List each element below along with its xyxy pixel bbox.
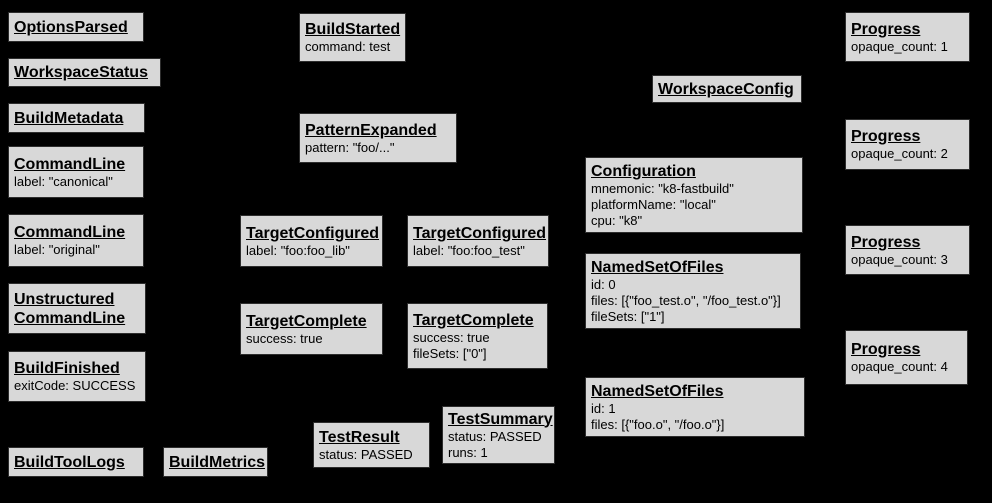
event-node-title: WorkspaceStatus	[14, 64, 148, 81]
event-node-options-parsed: OptionsParsed	[8, 12, 144, 42]
event-node-title: TargetComplete	[413, 311, 534, 329]
event-node-title: WorkspaceConfig	[658, 80, 794, 98]
event-node-detail: opaque_count: 4	[851, 359, 948, 374]
event-node-title: TargetConfigured	[413, 224, 547, 242]
event-node-detail: label: "canonical"	[14, 173, 113, 189]
event-node-title: Configuration	[591, 162, 696, 180]
event-node-title: Unstructured	[14, 290, 115, 308]
event-node-detail: label: "foo:foo_test"	[413, 242, 525, 258]
event-node-title: Progress	[851, 20, 921, 38]
event-node-title: BuildMetrics	[169, 453, 266, 471]
event-node-detail: command: test	[305, 39, 391, 54]
event-node-detail: files: [{"foo_test.o", "/foo_test.o"}]	[591, 292, 781, 308]
event-node-title: CommandLine	[14, 155, 126, 173]
event-node-title: OptionsParsed	[14, 18, 128, 36]
event-node-title: TargetConfigured	[246, 224, 380, 242]
event-node-detail: fileSets: ["1"]	[591, 308, 665, 324]
event-node-detail: opaque_count: 2	[851, 146, 948, 161]
event-node-detail: success: true	[246, 330, 323, 346]
event-node-title: NamedSetOfFiles	[591, 258, 724, 276]
event-node-detail: platformName: "local"	[591, 196, 716, 212]
event-node-title: TestSummary	[448, 410, 553, 428]
event-node-detail: exitCode: SUCCESS	[14, 378, 136, 393]
event-node-workspace-config: WorkspaceConfig	[652, 75, 802, 103]
event-node-title: Progress	[851, 128, 921, 145]
event-node-title: BuildFinished	[14, 360, 120, 377]
event-node-title: TargetComplete	[246, 312, 367, 330]
event-node-title: BuildMetadata	[14, 109, 124, 127]
event-node-detail: id: 1	[591, 400, 616, 416]
event-node-build-metrics: BuildMetrics	[163, 447, 268, 477]
event-node-detail: success: true	[413, 329, 490, 345]
event-node-detail: status: PASSED	[319, 446, 413, 462]
event-node-workspace-status: WorkspaceStatus	[8, 58, 161, 87]
event-node-build-metadata: BuildMetadata	[8, 103, 145, 133]
event-node-title: BuildToolLogs	[14, 453, 125, 471]
event-node-title: NamedSetOfFiles	[591, 382, 724, 400]
event-node-detail: opaque_count: 1	[851, 38, 948, 54]
event-node-detail: pattern: "foo/..."	[305, 139, 395, 155]
event-node-detail: opaque_count: 3	[851, 251, 948, 267]
event-node-title: BuildStarted	[305, 21, 401, 38]
event-node-detail: label: "original"	[14, 242, 100, 257]
event-node-title: CommandLine	[14, 309, 126, 327]
event-node-detail: label: "foo:foo_lib"	[246, 242, 350, 258]
event-node-title: PatternExpanded	[305, 121, 437, 139]
event-node-detail: status: PASSED	[448, 428, 542, 444]
event-node-detail: mnemonic: "k8-fastbuild"	[591, 180, 734, 196]
event-node-title: TestResult	[319, 428, 400, 446]
event-node-title: Progress	[851, 233, 921, 251]
event-node-detail: runs: 1	[448, 444, 488, 460]
event-node-title: Progress	[851, 341, 921, 358]
event-node-detail: cpu: "k8"	[591, 212, 643, 228]
event-node-detail: fileSets: ["0"]	[413, 345, 487, 361]
event-node-detail: files: [{"foo.o", "/foo.o"}]	[591, 416, 725, 432]
event-node-title: CommandLine	[14, 224, 126, 241]
event-node-build-tool-logs: BuildToolLogs	[8, 447, 144, 477]
event-node-detail: id: 0	[591, 276, 616, 292]
